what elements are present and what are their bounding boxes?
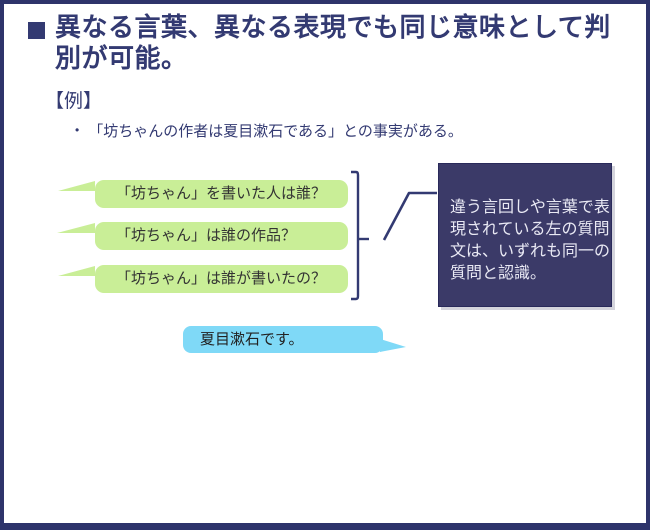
question-bubble-2: 「坊ちゃん」は誰の作品？: [95, 222, 348, 250]
question-bubble-1: 「坊ちゃん」を書いた人は誰？: [95, 180, 348, 208]
title-bullet-square-icon: [28, 22, 45, 39]
question-bubble-tail-3-icon: [58, 266, 95, 276]
example-bullet-text: 「坊ちゃんの作者は夏目漱石である」との事実がある。: [88, 123, 463, 140]
answer-bubble: 夏目漱石です。: [183, 326, 383, 353]
bullet-dot-icon: •: [75, 123, 80, 137]
connector-line-icon: [382, 191, 437, 241]
example-section-label: 【例】: [45, 91, 103, 112]
question-bubble-tail-2-icon: [57, 223, 95, 233]
slide-title: 異なる言葉、異なる表現でも同じ意味として判別が可能。: [55, 12, 611, 73]
question-bubble-tail-1-icon: [58, 181, 95, 191]
bracket-icon: [351, 170, 360, 301]
annotation-box: 違う言回しや言葉で表現されている左の質問文は、いずれも同一の質問と認識。: [438, 163, 612, 307]
example-bullet-row: • 「坊ちゃんの作者は夏目漱石である」との事実がある。: [75, 120, 463, 141]
answer-bubble-tail-icon: [380, 339, 406, 352]
question-bubble-3: 「坊ちゃん」は誰が書いたの？: [95, 265, 348, 293]
